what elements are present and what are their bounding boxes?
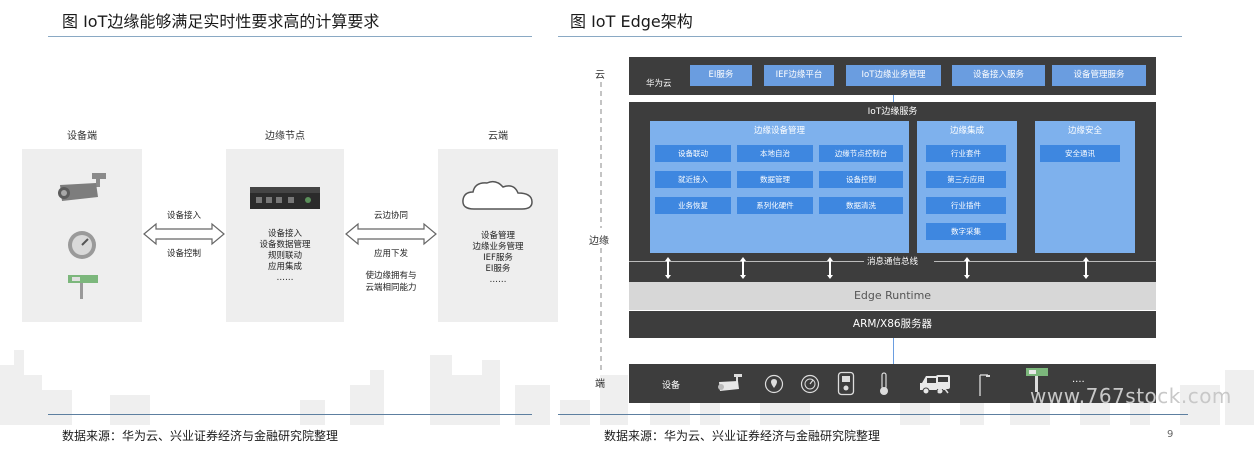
device-bar: 设备	[629, 364, 1156, 403]
location-icon	[764, 374, 784, 394]
bus-arrow-1	[665, 257, 671, 279]
controller-icon	[837, 371, 855, 396]
mgmt-item-device-linkage[interactable]: 设备联动	[655, 145, 731, 162]
thermometer-icon	[880, 372, 888, 395]
double-arrow-device-edge	[143, 222, 225, 246]
arrow1-top-label: 设备接入	[166, 211, 201, 221]
device-ellipsis: ....	[1072, 374, 1085, 385]
cloud-service-device-mgmt[interactable]: 设备管理服务	[1052, 65, 1146, 86]
train-icon	[936, 375, 950, 394]
huawei-cloud-bar: 华为云 EI服务 IEF边缘平台 IoT边缘业务管理 设备接入服务 设备管理服务	[629, 57, 1156, 95]
left-source-note: 数据来源：华为云、兴业证券经济与金融研究院整理	[62, 429, 339, 443]
cloud-icon	[462, 180, 533, 210]
mgmt-item-device-control[interactable]: 设备控制	[819, 171, 903, 188]
cloud-line: 边缘业务管理	[472, 242, 524, 252]
message-bus-line	[629, 254, 1156, 262]
watermark: www.767stock.com	[1030, 384, 1232, 408]
mgmt-item-local-autonomy[interactable]: 本地自治	[737, 145, 813, 162]
edge-node-panel: 设备接入 设备数据管理 规则联动 应用集成 ……	[226, 149, 344, 322]
edge-line: 设备接入	[267, 229, 302, 239]
edge-line: 规则联动	[267, 251, 302, 261]
edge-line: ……	[276, 273, 294, 283]
arm-server-bar: ARM/X86服务器	[629, 311, 1156, 338]
iot-edge-service-title: IoT边缘服务	[867, 107, 918, 117]
cloud-panel: 设备管理 边缘业务管理 IEF服务 EI服务 ……	[438, 149, 558, 322]
bus-arrow-3	[827, 257, 833, 279]
gateway-icon	[250, 187, 320, 209]
camera-icon	[718, 374, 742, 391]
mgmt-item-data-cleaning[interactable]: 数据清洗	[819, 197, 903, 214]
arrow2-bottom-label-1: 使边缘拥有与	[365, 271, 417, 281]
arrow2-top-label: 云边协同	[373, 211, 408, 221]
left-figure-title: 图 IoT边缘能够满足实时性要求高的计算要求	[62, 12, 380, 31]
mgmt-item-serialized-hardware[interactable]: 系列化硬件	[737, 197, 813, 214]
page-number: 9	[1167, 429, 1174, 440]
cloud-line: 设备管理	[480, 231, 515, 241]
security-item-secure-comm[interactable]: 安全通讯	[1040, 145, 1120, 162]
iot-edge-service-block: IoT边缘服务 边缘设备管理 设备联动 本地自治 边缘节点控制台 就近接入 数据…	[629, 102, 1156, 282]
edge-node-capabilities: 设备接入 设备数据管理 规则联动 应用集成 ……	[226, 229, 344, 284]
edge-integration-box: 边缘集成 行业套件 第三方应用 行业插件 数字采集	[917, 121, 1017, 253]
sensor-icon	[68, 275, 98, 299]
mgmt-item-service-recovery[interactable]: 业务恢复	[655, 197, 731, 214]
column-label-cloud: 云端	[488, 131, 508, 142]
arrow2-mid-label: 应用下发	[373, 249, 408, 259]
edge-line: 设备数据管理	[259, 240, 311, 250]
streetlight-icon	[979, 374, 990, 396]
cloud-service-ief[interactable]: IEF边缘平台	[764, 65, 834, 86]
tier-label-device: 端	[595, 379, 605, 390]
traffic-sign-icon	[1026, 368, 1048, 392]
arrow2-bottom-label-2: 云端相同能力	[365, 283, 417, 293]
edge-security-title: 边缘安全	[1067, 126, 1102, 136]
cloud-service-iot-edge-mgmt[interactable]: IoT边缘业务管理	[846, 65, 941, 86]
tier-label-cloud: 云	[595, 70, 605, 81]
arrow1-bottom-label: 设备控制	[166, 249, 201, 259]
device-bar-label: 设备	[662, 381, 681, 391]
message-bus-label: 消息通信总线	[866, 257, 918, 267]
cloud-capabilities: 设备管理 边缘业务管理 IEF服务 EI服务 ……	[438, 231, 558, 286]
edge-device-mgmt-box: 边缘设备管理 设备联动 本地自治 边缘节点控制台 就近接入 数据管理 设备控制 …	[650, 121, 909, 253]
right-footer-rule	[558, 414, 1188, 415]
bus-arrow-5	[1083, 257, 1089, 279]
edge-device-mgmt-title: 边缘设备管理	[753, 126, 805, 136]
right-title-rule	[558, 36, 1182, 37]
mgmt-item-edge-console[interactable]: 边缘节点控制台	[819, 145, 903, 162]
left-footer-rule	[48, 414, 532, 415]
integration-item-third-party[interactable]: 第三方应用	[926, 171, 1006, 188]
integration-item-industry-suite[interactable]: 行业套件	[926, 145, 1006, 162]
edge-line: 应用集成	[267, 262, 302, 272]
integration-item-industry-plugin[interactable]: 行业插件	[926, 197, 1006, 214]
huawei-cloud-label: 华为云	[646, 79, 672, 89]
column-label-device: 设备端	[67, 131, 97, 142]
skyline-background	[0, 350, 1254, 425]
edge-integration-title: 边缘集成	[949, 126, 984, 136]
device-panel	[22, 149, 142, 322]
tier-label-edge: 边缘	[589, 236, 609, 247]
left-title-rule	[48, 36, 532, 37]
mgmt-item-data-mgmt[interactable]: 数据管理	[737, 171, 813, 188]
cloud-service-ei[interactable]: EI服务	[690, 65, 752, 86]
right-source-note: 数据来源：华为云、兴业证券经济与金融研究院整理	[604, 429, 881, 443]
cloud-line: IEF服务	[483, 253, 513, 263]
bus-arrow-2	[740, 257, 746, 279]
edge-runtime-bar: Edge Runtime	[629, 282, 1156, 310]
mgmt-item-nearby-access[interactable]: 就近接入	[655, 171, 731, 188]
tier-dashed-line	[600, 82, 602, 372]
double-arrow-edge-cloud	[345, 222, 437, 246]
camera-icon	[58, 173, 106, 201]
cloud-line: EI服务	[485, 264, 511, 274]
cloud-line: ……	[489, 275, 507, 285]
meter-icon	[68, 231, 96, 259]
integration-item-digital-collection[interactable]: 数字采集	[926, 223, 1006, 240]
edge-security-box: 边缘安全 安全通讯	[1035, 121, 1135, 253]
cloud-service-device-access[interactable]: 设备接入服务	[952, 65, 1045, 86]
bus-arrow-4	[964, 257, 970, 279]
connector-cloud-edge	[893, 95, 894, 103]
right-figure-title: 图 IoT Edge架构	[570, 12, 693, 31]
gauge-icon	[800, 374, 820, 394]
column-label-edge: 边缘节点	[265, 131, 305, 142]
connector-edge-device	[893, 338, 894, 365]
